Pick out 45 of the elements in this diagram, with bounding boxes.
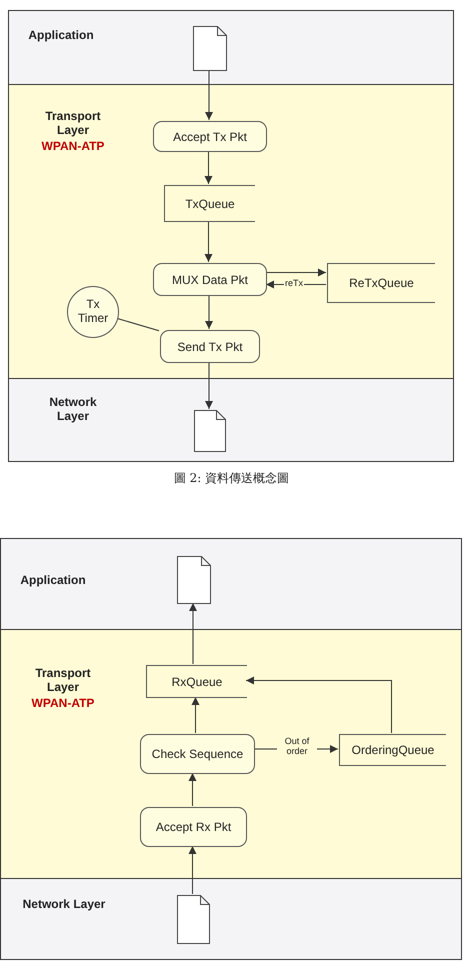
document-icon <box>194 410 226 452</box>
arrow <box>246 676 392 734</box>
connector-line <box>116 318 160 332</box>
layer-band <box>0 629 462 879</box>
arrow <box>205 362 213 410</box>
process-box: Accept Rx Pkt <box>140 807 247 847</box>
layer-band <box>0 538 462 630</box>
queue-box: TxQueue <box>164 185 255 222</box>
arrow <box>189 602 197 664</box>
process-box: MUX Data Pkt <box>153 263 267 296</box>
document-icon <box>177 556 211 604</box>
layer-band <box>8 84 454 379</box>
arrow <box>188 846 196 894</box>
arrow <box>205 70 213 120</box>
layer-label: Application <box>19 573 87 587</box>
arrow <box>254 745 338 753</box>
arrow <box>204 150 212 184</box>
edge-label: reTx <box>284 278 304 288</box>
layer-label: Network Layer <box>48 395 98 423</box>
protocol-label: WPAN-ATP <box>40 139 106 153</box>
caption: 圖 2: 資料傳送概念圖 <box>172 470 290 487</box>
process-box: Accept Tx Pkt <box>153 121 267 152</box>
arrow <box>205 294 213 330</box>
layer-label: Transport Layer <box>44 109 102 137</box>
arrow <box>266 268 326 276</box>
arrow <box>192 696 200 734</box>
process-box: Send Tx Pkt <box>160 330 260 363</box>
protocol-label: WPAN-ATP <box>30 696 96 710</box>
arrow <box>188 772 196 806</box>
document-icon <box>193 26 227 71</box>
document-icon <box>177 895 210 944</box>
arrow <box>204 220 212 262</box>
layer-band <box>8 378 454 462</box>
layer-band <box>8 10 454 85</box>
edge-label: Out of order <box>277 737 317 757</box>
arrow <box>266 280 326 288</box>
queue-box: OrderingQueue <box>339 734 446 766</box>
layer-label: Transport Layer <box>34 666 92 694</box>
layer-band <box>0 878 462 960</box>
process-box: Check Sequence <box>140 734 255 774</box>
layer-label: Application <box>27 28 95 42</box>
queue-box: RxQueue <box>146 665 247 698</box>
layer-label: Network Layer <box>22 897 106 911</box>
queue-box: ReTxQueue <box>327 263 435 303</box>
timer-circle: Tx Timer <box>67 286 119 338</box>
